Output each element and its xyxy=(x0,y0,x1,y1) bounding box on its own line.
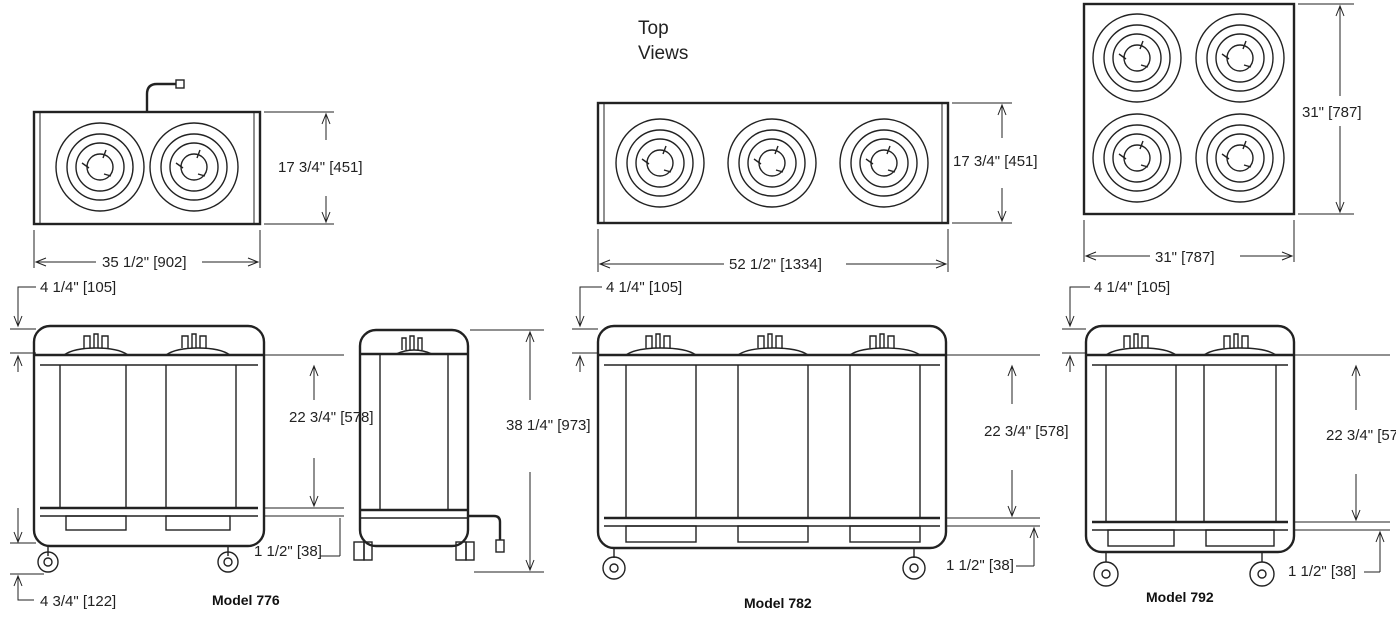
top-views-heading: Top Views xyxy=(638,16,688,66)
model-792-top-view: 31" [787] 31" [787] xyxy=(1082,2,1362,266)
heading-line-views: Views xyxy=(638,43,689,64)
power-cord-icon xyxy=(145,82,176,112)
dimension-label: 22 3/4" [578] xyxy=(1326,427,1396,444)
dimension-label: 38 1/4" [973] xyxy=(506,417,591,434)
power-cord-icon xyxy=(468,514,502,540)
dish-well-icon xyxy=(615,118,705,208)
dimension-label: 1 1/2" [38] xyxy=(946,557,1014,574)
model-776-front-view: 4 1/4" [105] 22 3 xyxy=(10,279,374,610)
dimension-label: 17 3/4" [451] xyxy=(953,153,1038,170)
dimension-label: 1 1/2" [38] xyxy=(254,543,322,560)
caster-wheel-icon xyxy=(1093,552,1119,587)
model-776-side-view: 38 1/4" [973] xyxy=(353,328,591,573)
model-776-label: Model 776 xyxy=(212,592,280,608)
dimension-label: 22 3/4" [578] xyxy=(289,409,374,426)
dimension-label: 17 3/4" [451] xyxy=(278,159,363,176)
dish-well-icon xyxy=(149,122,239,212)
dimension-label: 22 3/4" [578] xyxy=(984,423,1069,440)
dish-well-icon xyxy=(839,118,929,208)
dimension-label: 4 1/4" [105] xyxy=(40,279,116,296)
dimension-label: 31" [787] xyxy=(1302,104,1362,121)
dish-well-icon xyxy=(727,118,817,208)
model-776-top-view: 17 3/4" [451] 35 1/2" [902] xyxy=(32,79,363,271)
dish-well-icon xyxy=(1195,113,1285,203)
model-792-front-view: 4 1/4" [105] 22 3/4" [578] xyxy=(1062,279,1396,605)
dish-well-icon xyxy=(1195,13,1285,103)
caster-wheel-icon xyxy=(1249,552,1275,587)
dimension-label: 1 1/2" [38] xyxy=(1288,563,1356,580)
caster-wheel-icon xyxy=(902,548,926,580)
caster-wheel-icon xyxy=(217,546,239,573)
caster-wheel-icon xyxy=(37,546,59,573)
dimension-label: 4 1/4" [105] xyxy=(606,279,682,296)
dimension-label: 4 3/4" [122] xyxy=(40,593,116,610)
dish-well-icon xyxy=(1092,113,1182,203)
caster-wheel-icon xyxy=(602,548,626,580)
dimension-label: 31" [787] xyxy=(1155,249,1215,266)
model-782-top-view: 17 3/4" [451] 52 1/2" [1334] xyxy=(596,101,1038,273)
model-782-label: Model 782 xyxy=(744,595,812,611)
model-792-label: Model 792 xyxy=(1146,589,1214,605)
dimension-label: 35 1/2" [902] xyxy=(102,254,187,271)
heading-line-top: Top xyxy=(638,18,669,39)
dish-well-icon xyxy=(55,122,145,212)
dimension-label: 52 1/2" [1334] xyxy=(729,256,822,273)
dimension-label: 4 1/4" [105] xyxy=(1094,279,1170,296)
model-782-front-view: 4 1/4" [105] xyxy=(572,279,1069,611)
dish-well-icon xyxy=(1092,13,1182,103)
